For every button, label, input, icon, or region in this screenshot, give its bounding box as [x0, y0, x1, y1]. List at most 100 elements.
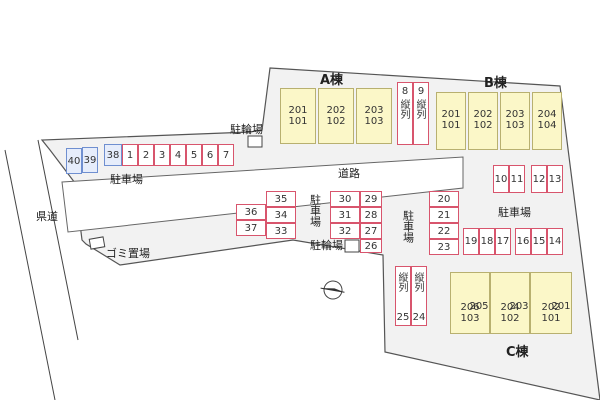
- unit-number: 202: [541, 302, 561, 313]
- vertical-label: 縦列: [414, 99, 425, 119]
- parking-space: 4: [170, 144, 186, 166]
- parking-space: 14: [547, 228, 563, 255]
- unit-number: 101: [541, 312, 561, 324]
- parking-space: 26: [360, 239, 382, 253]
- unit-number: 202: [326, 105, 346, 116]
- unit-number: 103: [505, 119, 525, 131]
- parking-space: 19: [463, 228, 479, 255]
- unit-b-201: 201 101: [436, 92, 466, 150]
- parking-space: 33: [266, 223, 296, 239]
- parking-space: 30: [330, 191, 360, 207]
- unit-c-205: 205: [468, 272, 490, 334]
- unit-number: 203: [509, 301, 529, 312]
- unit-number: 102: [473, 119, 493, 131]
- unit-number: 203: [505, 109, 525, 120]
- unit-number: 201: [551, 301, 571, 312]
- parking-space: 6: [202, 144, 218, 166]
- vertical-label: 縦列: [396, 272, 407, 292]
- vertical-label: 縦列: [398, 99, 409, 119]
- vertical-parking: 9 縦列: [413, 82, 429, 145]
- parking-space: 10: [493, 165, 509, 193]
- parking-space: 28: [360, 207, 382, 223]
- unit-b-202: 202 102: [468, 92, 498, 150]
- unit-a-203: 203 103: [356, 88, 392, 144]
- parking-label: 駐車場: [110, 173, 143, 186]
- unit-c-206-103: 206 103: [450, 272, 490, 334]
- parking-space: 40: [66, 148, 82, 174]
- vertical-parking: 8 縦列: [397, 82, 413, 145]
- unit-number: 101: [441, 119, 461, 131]
- parking-space: 38: [104, 144, 122, 166]
- parking-space: 20: [429, 191, 459, 207]
- unit-number: 104: [537, 119, 557, 131]
- parking-number: 24: [412, 312, 426, 323]
- unit-number: 204: [537, 109, 557, 120]
- prefectural-road-label: 県道: [36, 210, 58, 223]
- parking-space: 2: [138, 144, 154, 166]
- parking-space: 22: [429, 223, 459, 239]
- parking-label-middle: 駐車場: [308, 194, 322, 227]
- unit-number: 102: [326, 115, 346, 127]
- prefectural-road-edge-2: [37, 139, 79, 341]
- unit-a-202: 202 102: [318, 88, 354, 144]
- unit-c-203: 203: [508, 272, 530, 334]
- parking-space: 36: [236, 204, 266, 220]
- unit-number: 206: [460, 302, 480, 313]
- unit-a-201: 201 101: [280, 88, 316, 144]
- unit-b-204: 204 104: [532, 92, 562, 150]
- bicycle-parking-box-2: [344, 239, 360, 253]
- building-c-title: C棟: [506, 345, 529, 360]
- parking-label-middle-2: 駐車場: [401, 210, 415, 243]
- unit-c-202-101: 202 101: [530, 272, 572, 334]
- parking-space: 21: [429, 207, 459, 223]
- parking-space: 34: [266, 207, 296, 223]
- parking-space: 32: [330, 223, 360, 239]
- building-b-title: B棟: [484, 76, 507, 91]
- unit-number: 205: [469, 301, 489, 312]
- vertical-parking: 縦列 25: [395, 266, 411, 326]
- parking-space: 3: [154, 144, 170, 166]
- unit-number: 204: [500, 302, 520, 313]
- parking-space: 17: [495, 228, 511, 255]
- parking-space: 23: [429, 239, 459, 255]
- unit-number: 103: [460, 312, 480, 324]
- parking-number: 9: [417, 86, 425, 97]
- prefectural-road-edge: [4, 149, 56, 400]
- unit-number: 103: [364, 115, 384, 127]
- parking-space: 27: [360, 223, 382, 239]
- parking-space: 12: [531, 165, 547, 193]
- bicycle-parking-label: 駐輪場: [230, 123, 263, 136]
- unit-b-203: 203 103: [500, 92, 530, 150]
- parking-number: 25: [396, 312, 410, 323]
- bicycle-parking-box: [247, 135, 263, 148]
- unit-number: 101: [288, 115, 308, 127]
- parking-space: 37: [236, 220, 266, 236]
- parking-space: 11: [509, 165, 525, 193]
- garbage-label: ゴミ置場: [106, 247, 150, 260]
- building-a-title: A棟: [320, 73, 344, 88]
- north-arrow-icon: [320, 280, 345, 300]
- parking-space: 29: [360, 191, 382, 207]
- unit-number: 201: [441, 109, 461, 120]
- unit-c-204-102: 204 102: [490, 272, 530, 334]
- parking-space: 31: [330, 207, 360, 223]
- parking-space: 15: [531, 228, 547, 255]
- road-label: 道路: [338, 167, 360, 180]
- parking-space: 39: [82, 147, 98, 173]
- vertical-label: 縦列: [412, 272, 423, 292]
- parking-number: 8: [401, 86, 409, 97]
- garbage-box: [88, 236, 106, 250]
- parking-space: 5: [186, 144, 202, 166]
- parking-space: 18: [479, 228, 495, 255]
- parking-label-east: 駐車場: [498, 206, 531, 219]
- vertical-parking: 縦列 24: [411, 266, 427, 326]
- bicycle-parking-label-2: 駐輪場: [310, 239, 343, 252]
- unit-number: 202: [473, 109, 493, 120]
- unit-number: 203: [364, 105, 384, 116]
- road-band: [61, 156, 464, 233]
- parking-space: 7: [218, 144, 234, 166]
- unit-c-201: 201: [550, 272, 572, 334]
- parking-space: 13: [547, 165, 563, 193]
- parking-space: 35: [266, 191, 296, 207]
